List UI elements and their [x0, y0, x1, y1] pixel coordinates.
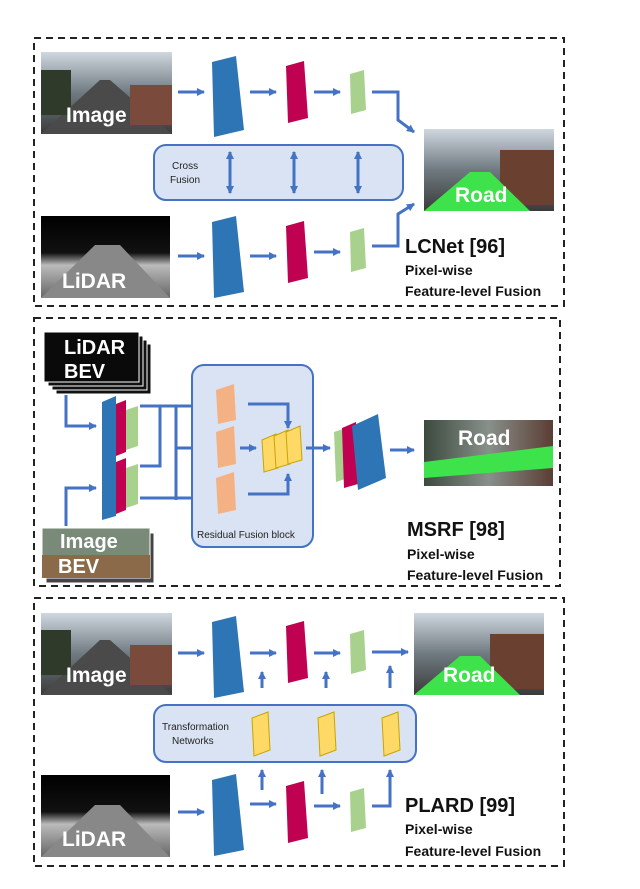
image-label: Image: [66, 104, 127, 127]
encoder-block-green: [126, 406, 138, 450]
connector: [372, 798, 392, 808]
method-name: PLARD [99]: [405, 795, 515, 817]
transformation-label-1: Transformation: [162, 722, 229, 733]
encoder-block-green: [350, 70, 366, 114]
panel-lcnet: Image LiDAR Cross Fusion: [33, 37, 565, 307]
lidar-input-thumbnail: LiDAR: [41, 775, 170, 857]
lidar-bev-label-2: BEV: [64, 361, 106, 383]
encoder-block-red: [286, 781, 308, 843]
transform-block-yellow: [317, 711, 337, 757]
lidar-input-thumbnail: LiDAR: [41, 216, 170, 298]
encoder-block-blue: [212, 56, 244, 137]
cross-fusion-box: [153, 144, 404, 201]
encoder-block-blue: [212, 774, 244, 856]
arrow-to-output: [372, 202, 415, 248]
method-name: LCNet [96]: [405, 236, 505, 258]
lidar-label: LiDAR: [62, 270, 126, 293]
arrow-to-output: [372, 90, 415, 134]
panel-plard: Image Transformation Networks LiDAR: [33, 597, 565, 867]
transform-block-yellow: [251, 711, 271, 757]
encoder-block-red: [286, 221, 308, 283]
encoder-block-green: [126, 464, 138, 508]
encoder-block-red: [286, 61, 308, 123]
cross-fusion-label-1: Cross: [172, 161, 198, 172]
lidar-bev-label-1: LiDAR: [64, 337, 126, 359]
method-desc-2: Feature-level Fusion: [405, 843, 541, 859]
road-output-thumbnail: Road: [424, 420, 553, 486]
method-desc-2: Feature-level Fusion: [407, 567, 543, 583]
encoder-block-red: [286, 621, 308, 683]
image-bev-stack: Image BEV: [41, 527, 155, 584]
fusion-block-yellow: [285, 425, 303, 465]
image-input-thumbnail: Image: [41, 52, 172, 134]
cross-fusion-label-2: Fusion: [170, 175, 200, 186]
encoder-block-blue: [212, 616, 244, 698]
transformation-networks-box: [153, 704, 417, 763]
road-output-thumbnail: Road: [414, 613, 544, 695]
fusion-block-orange: [216, 384, 236, 424]
transformation-label-2: Networks: [172, 736, 214, 747]
lidar-label: LiDAR: [62, 828, 126, 851]
lidar-bev-stack: LiDAR BEV: [43, 331, 152, 395]
encoder-block-blue: [212, 216, 244, 298]
road-output-thumbnail: Road: [424, 129, 554, 211]
fusion-block-orange: [216, 426, 236, 468]
panel-border: [33, 597, 565, 867]
fusion-block-orange: [216, 472, 236, 514]
connector: [140, 404, 178, 500]
transform-block-yellow: [381, 711, 401, 757]
arrow: [248, 473, 292, 496]
panel-border: [33, 37, 565, 307]
method-desc-1: Pixel-wise: [405, 821, 473, 837]
encoder-block-red: [116, 458, 126, 514]
image-bev-label-1: Image: [60, 531, 118, 553]
image-input-thumbnail: Image: [41, 613, 172, 695]
encoder-block-red: [116, 400, 126, 456]
image-bev-label-2: BEV: [58, 556, 100, 578]
road-label: Road: [443, 664, 496, 687]
method-desc-2: Feature-level Fusion: [405, 283, 541, 299]
encoder-block-blue: [102, 454, 116, 520]
panel-border: [33, 317, 561, 587]
encoder-block-green: [350, 228, 366, 272]
method-desc-1: Pixel-wise: [405, 262, 473, 278]
encoder-block-blue: [102, 396, 116, 462]
encoder-block-green: [350, 788, 366, 832]
method-desc-1: Pixel-wise: [407, 546, 475, 562]
road-label: Road: [455, 184, 508, 207]
decoder-block-blue: [352, 414, 386, 490]
arrow: [64, 484, 97, 526]
road-label: Road: [458, 427, 511, 450]
panel-msrf: LiDAR BEV Image BEV: [33, 317, 561, 587]
residual-fusion-label: Residual Fusion block: [197, 530, 296, 541]
method-name: MSRF [98]: [407, 519, 505, 541]
image-label: Image: [66, 664, 127, 687]
arrow: [248, 402, 292, 429]
encoder-block-green: [350, 630, 366, 674]
connector: [140, 406, 162, 468]
arrow: [64, 395, 97, 430]
